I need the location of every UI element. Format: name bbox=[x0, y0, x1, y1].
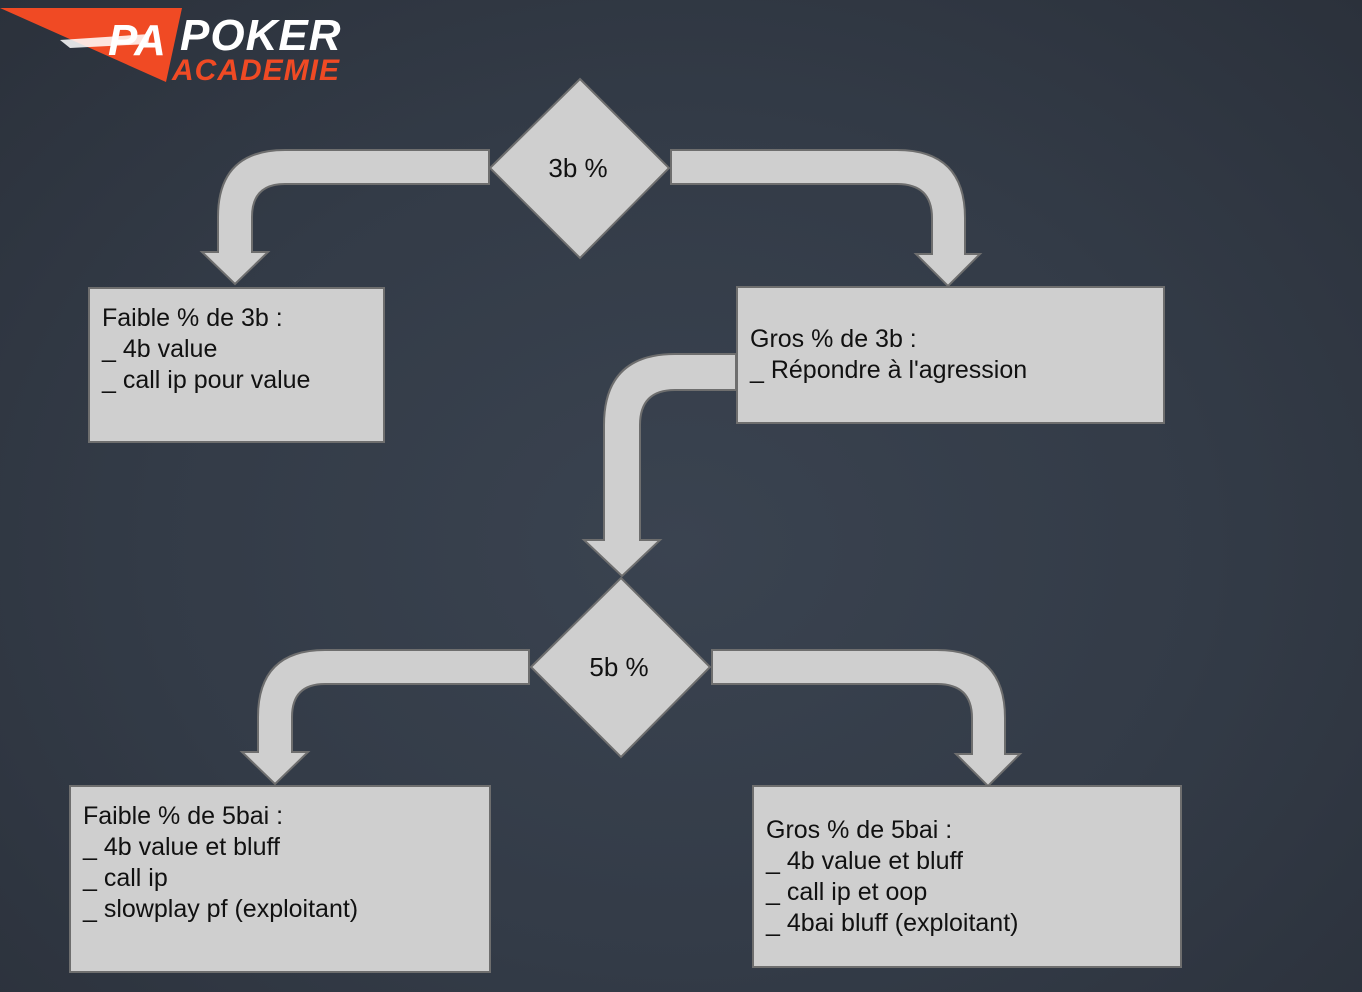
decision-5b: 5b % bbox=[529, 576, 712, 759]
poker-academie-logo: PA POKER ACADEMIE bbox=[0, 8, 341, 87]
decision-3b-shape bbox=[488, 77, 671, 260]
box-high-5b-item: _ call ip et oop bbox=[766, 877, 928, 906]
logo-white-streak bbox=[60, 34, 150, 48]
box-low-3b-title: Faible % de 3b : bbox=[102, 304, 283, 332]
box-high-3b-title: Gros % de 3b : bbox=[750, 325, 917, 353]
arrow-5b-to-high bbox=[711, 649, 1023, 788]
arrow-3b-to-low bbox=[199, 149, 490, 286]
box-high-5b: Gros % de 5bai : _ 4b value et bluff _ c… bbox=[752, 785, 1182, 968]
box-high-3b: Gros % de 3b : _ Répondre à l'agression bbox=[736, 286, 1165, 424]
box-low-5b-item: _ 4b value et bluff bbox=[83, 833, 280, 861]
box-low-3b-item: _ call ip pour value bbox=[102, 366, 311, 394]
box-low-5b-title: Faible % de 5bai : bbox=[83, 802, 284, 830]
box-high-3b-item: _ Répondre à l'agression bbox=[750, 356, 1028, 384]
arrow-3b-to-high bbox=[670, 149, 983, 288]
box-low-5b-item: _ slowplay pf (exploitant) bbox=[83, 895, 359, 923]
box-high-5b-item: _ 4b value et bluff bbox=[766, 846, 963, 875]
box-low-3b: Faible % de 3b : _ 4b value _ call ip po… bbox=[88, 287, 385, 443]
decision-5b-shape bbox=[529, 576, 712, 759]
decision-5b-label: 5b % bbox=[589, 652, 648, 682]
decision-3b-label: 3b % bbox=[548, 153, 607, 183]
box-high-5b-title: Gros % de 5bai : bbox=[766, 815, 953, 844]
arrow-5b-to-low bbox=[239, 649, 530, 786]
box-low-5b-item: _ call ip bbox=[83, 864, 168, 892]
logo-mark-text: PA bbox=[108, 16, 166, 65]
arrow-high3b-to-5b bbox=[581, 353, 737, 578]
logo-academie-text: ACADEMIE bbox=[171, 54, 340, 87]
decision-3b: 3b % bbox=[488, 77, 671, 260]
logo-poker-text: POKER bbox=[180, 11, 341, 60]
box-low-5b: Faible % de 5bai : _ 4b value et bluff _… bbox=[69, 785, 491, 973]
box-high-5b-item: _ 4bai bluff (exploitant) bbox=[766, 908, 1019, 937]
box-low-3b-item: _ 4b value bbox=[102, 335, 218, 363]
